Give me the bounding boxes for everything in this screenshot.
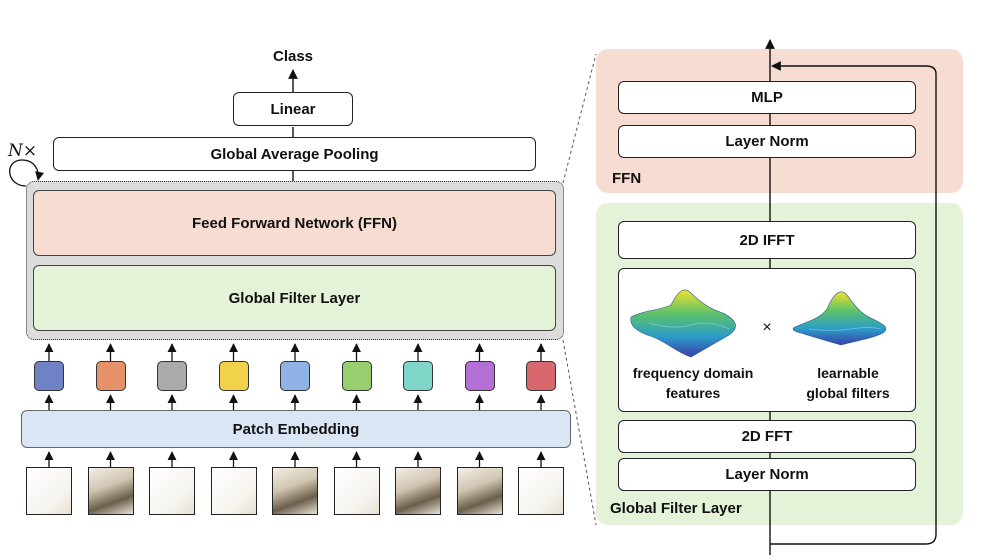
token-square [464, 361, 495, 391]
zoom-line-bottom [562, 339, 597, 526]
token-square [280, 361, 310, 391]
image-patch [26, 467, 72, 515]
image-patch [87, 467, 134, 515]
global-average-pooling-box: Global Average Pooling [53, 137, 536, 171]
frequency-features-caption-line1: frequency domain [632, 365, 754, 381]
ffn-region [596, 49, 963, 193]
zoom-line-top [562, 53, 597, 184]
repeat-label: N× [8, 141, 38, 161]
image-patch [518, 467, 564, 515]
frequency-features-caption-line2: features [665, 385, 721, 401]
global-filter-layer-block: Global Filter Layer [33, 265, 556, 331]
token-square [95, 361, 126, 391]
patch-embedding-box: Patch Embedding [21, 410, 571, 448]
repeat-loop-arrow [9, 159, 45, 187]
image-patch [272, 467, 318, 515]
surface-plots: × [630, 289, 887, 358]
token-arrows [44, 343, 546, 410]
learnable-filters-caption-line1: learnable [817, 365, 879, 381]
token-square [403, 361, 433, 391]
learnable-filters-caption-line2: global filters [806, 385, 890, 401]
global-filter-layer-tag: Global Filter Layer [610, 500, 742, 517]
ifft-box: 2D IFFT [618, 221, 916, 259]
learnable-filters-surface-icon [792, 291, 887, 346]
frequency-features-caption: frequency domain features [619, 363, 767, 403]
times-symbol: × [762, 319, 771, 336]
token-square [341, 361, 372, 391]
token-square [526, 361, 556, 391]
image-patch [456, 467, 503, 515]
ffn-tag: FFN [612, 170, 642, 187]
layer-norm-top-box: Layer Norm [618, 125, 916, 158]
learnable-filters-caption: learnable global filters [774, 363, 922, 403]
image-patch [149, 467, 195, 515]
ffn-block: Feed Forward Network (FFN) [33, 190, 556, 256]
patch-arrows [44, 451, 546, 467]
mlp-box: MLP [618, 81, 916, 114]
image-patch [395, 467, 441, 515]
token-square [157, 361, 187, 391]
image-patch [210, 467, 257, 515]
layer-norm-bottom-box: Layer Norm [618, 458, 916, 491]
token-square [34, 361, 64, 391]
linear-layer-box: Linear [233, 92, 353, 126]
residual-connection-arrow [770, 61, 937, 545]
frequency-features-surface-icon [630, 289, 736, 358]
class-label: Class [272, 48, 314, 65]
filter-multiplication-panel: × frequency domain features learnable gl… [618, 268, 916, 412]
token-square [218, 361, 249, 391]
fft-box: 2D FFT [618, 420, 916, 453]
image-patch [333, 467, 380, 515]
